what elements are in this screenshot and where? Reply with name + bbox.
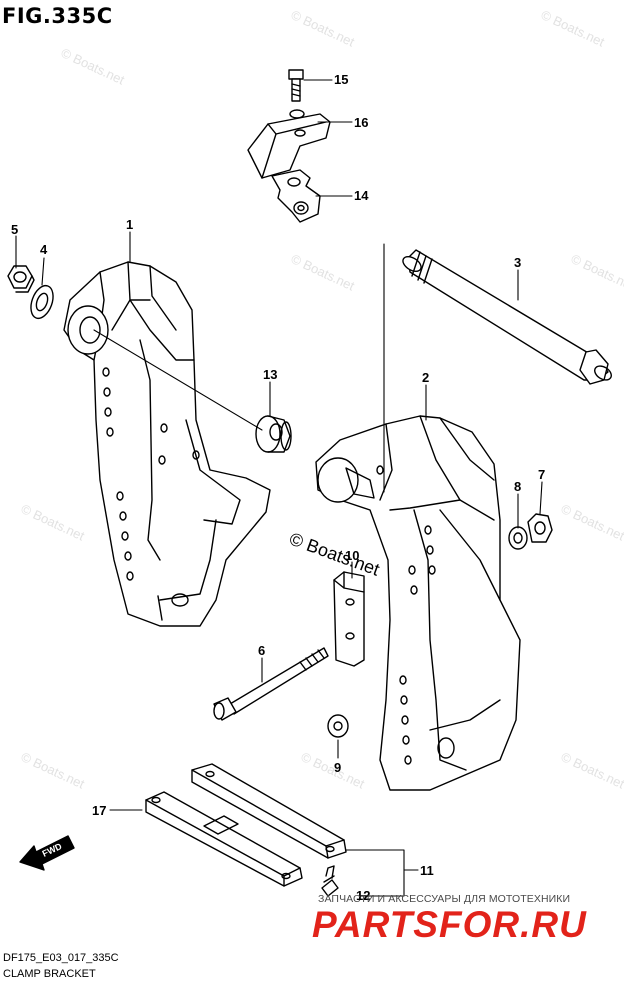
- callout-13: 13: [263, 367, 277, 382]
- part-11-plate-upper: [191, 763, 347, 859]
- callout-2: 2: [422, 370, 429, 385]
- callout-8: 8: [514, 479, 521, 494]
- fwd-arrow-icon: FWD: [19, 835, 75, 871]
- watermark: © Boats.net: [539, 7, 607, 50]
- part-10-plate: [333, 571, 365, 667]
- callout-1: 1: [126, 217, 133, 232]
- part-5-nut: [7, 265, 35, 293]
- part-16-plate: [247, 109, 331, 179]
- callout-labels: 15 16 14 5 4 1 3 2 13 7 8 10 6 9 17 11 1…: [11, 72, 545, 903]
- part-6-bolt: [213, 647, 329, 721]
- callout-3: 3: [514, 255, 521, 270]
- part-1-left-clamp-bracket: [63, 261, 271, 627]
- watermark: © Boats.net: [559, 749, 624, 792]
- callout-11: 11: [420, 863, 434, 878]
- watermark: © Boats.net: [59, 45, 127, 88]
- watermark: © Boats.net: [289, 251, 357, 294]
- callout-14: 14: [354, 188, 369, 203]
- part-15-bolt: [288, 69, 304, 102]
- callout-6: 6: [258, 643, 265, 658]
- figure-title: FIG.335C: [2, 4, 113, 28]
- watermark: © Boats.net: [19, 749, 87, 792]
- watermark: © Boats.net: [299, 749, 367, 792]
- callout-10: 10: [345, 548, 359, 563]
- callout-15: 15: [334, 72, 348, 87]
- leader-lines: [15, 79, 543, 897]
- part-4-washer: [30, 284, 54, 320]
- figure-code: DF175_E03_017_335C: [3, 952, 119, 964]
- part-12-screw: [321, 865, 339, 897]
- part-13-bushing: [255, 415, 292, 453]
- callout-5: 5: [11, 222, 18, 237]
- part-9-washer: [327, 714, 349, 738]
- callout-4: 4: [40, 242, 48, 257]
- part-2-right-clamp-bracket: [315, 415, 521, 791]
- watermark: © Boats.net: [289, 7, 357, 50]
- figure-name: CLAMP BRACKET: [3, 968, 96, 980]
- part-7-nut: [527, 513, 553, 543]
- callout-12: 12: [356, 888, 370, 903]
- brand-tagline: ЗАПЧАСТИ И АКСЕССУАРЫ ДЛЯ МОТОТЕХНИКИ: [318, 893, 571, 905]
- callout-9: 9: [334, 760, 341, 775]
- callout-7: 7: [538, 467, 545, 482]
- callout-16: 16: [354, 115, 368, 130]
- callout-17: 17: [92, 803, 106, 818]
- part-14-plate: [271, 169, 321, 223]
- part-11-plate-lower: [145, 791, 303, 887]
- part-3-shaft: [402, 249, 612, 385]
- watermark: © Boats.net: [559, 501, 624, 544]
- brand-logo: PARTSFOR.RU: [312, 904, 587, 945]
- watermark: © Boats.net: [19, 501, 87, 544]
- watermark: © Boats.net: [569, 251, 624, 294]
- part-8-washer: [508, 526, 528, 550]
